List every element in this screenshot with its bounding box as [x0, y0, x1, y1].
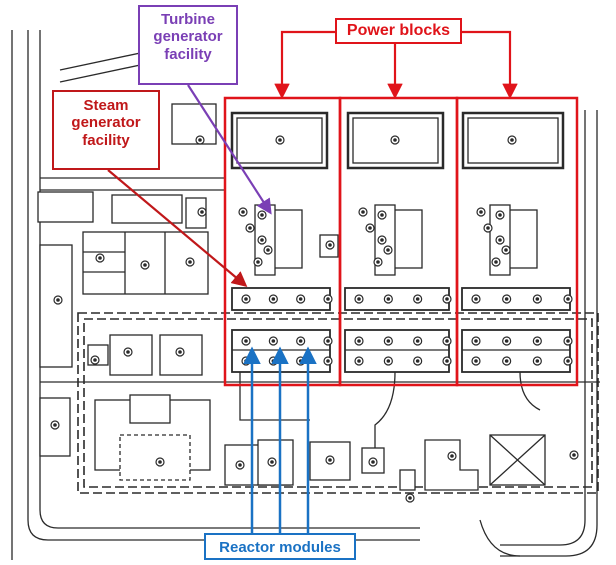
equipment-circle-dot: [386, 297, 391, 301]
equipment-circle-dot: [326, 339, 330, 343]
equipment-circle-dot: [498, 213, 502, 217]
equipment-circle-dot: [494, 260, 498, 264]
equipment-circle-dot: [371, 460, 375, 464]
equipment-circle-dot: [504, 248, 508, 252]
equipment-circle-dot: [486, 226, 490, 230]
equipment-circle-dot: [386, 359, 391, 363]
lower-buildings: [224, 371, 546, 491]
equipment-circle-dot: [298, 297, 303, 301]
reactor-modules-arrows: [243, 346, 317, 533]
equipment-circle-dot: [445, 297, 449, 301]
equipment-circle-dot: [386, 248, 390, 252]
equipment-circle-dot: [386, 339, 391, 343]
equipment-circle-dot: [241, 210, 245, 214]
equipment-circle-dot: [535, 297, 540, 301]
equipment-circle-dot: [53, 423, 57, 427]
equipment-circle-dot: [445, 359, 449, 363]
equipment-circle-dot: [415, 359, 420, 363]
equipment-circle-dot: [415, 339, 420, 343]
turbine-generator-facility-label: Turbine generator facility: [138, 5, 238, 85]
turbine-label-line3: facility: [164, 45, 212, 63]
equipment-circle-dot: [271, 297, 276, 301]
equipment-circle-dot: [93, 358, 97, 362]
equipment-circle-dot: [188, 260, 192, 264]
equipment-circle-dot: [56, 298, 60, 302]
equipment-circle-dot: [244, 297, 248, 301]
power-blocks-label: Power blocks: [335, 18, 462, 44]
equipment-circle-dot: [326, 297, 330, 301]
equipment-circle-dot: [98, 256, 102, 260]
equipment-circle-dot: [200, 210, 204, 214]
equipment-circle-dot: [474, 359, 478, 363]
equipment-circle-dot: [368, 226, 372, 230]
steam-generator-facility-label: Steam generator facility: [52, 90, 160, 170]
equipment-circle-dot: [361, 210, 365, 214]
equipment-circle-dot: [566, 359, 570, 363]
equipment-circle-dot: [198, 138, 202, 142]
equipment-circle-dot: [328, 458, 332, 462]
steam-label-line2: generator: [71, 114, 141, 132]
equipment-circle-dot: [278, 138, 282, 142]
equipment-circle-dot: [504, 339, 509, 343]
equipment-circle-dot: [260, 238, 264, 242]
equipment-circle-dot: [271, 359, 276, 363]
steam-generator-arrow: [107, 169, 248, 287]
equipment-circle-dot: [415, 297, 420, 301]
equipment-circle-dot: [504, 297, 509, 301]
equipment-circle-dot: [450, 454, 454, 458]
power-block-1-drawing: [230, 111, 339, 373]
equipment-circle-dot: [270, 460, 274, 464]
equipment-circle-dot: [535, 359, 540, 363]
equipment-circle-dot: [445, 339, 449, 343]
equipment-circle-dot: [178, 350, 182, 354]
equipment-circle-dot: [504, 359, 509, 363]
equipment-circle-dot: [376, 260, 380, 264]
equipment-circle-dot: [271, 339, 276, 343]
equipment-circle-dot: [572, 453, 576, 457]
equipment-circle-dot: [479, 210, 483, 214]
security-fence: [77, 312, 599, 494]
steam-label-line1: Steam: [83, 97, 129, 114]
turbine-generator-arrow: [187, 84, 272, 215]
equipment-circle-dot: [328, 243, 332, 247]
equipment-circle-dot: [393, 138, 397, 142]
equipment-circle-dot: [566, 297, 570, 301]
turbine-label-line2: generator: [153, 28, 223, 46]
equipment-circle-dot: [256, 260, 260, 264]
equipment-circle-dot: [158, 460, 162, 464]
equipment-circle-dot: [380, 213, 384, 217]
reactor-modules-label: Reactor modules: [204, 533, 356, 560]
equipment-circle-dot: [408, 496, 412, 500]
equipment-circle-dot: [143, 263, 147, 267]
equipment-circle-dot: [244, 359, 248, 363]
turbine-label-line1: Turbine: [161, 11, 215, 28]
equipment-circle-dot: [238, 463, 242, 467]
equipment-circle-dot: [357, 359, 361, 363]
left-buildings: [37, 103, 217, 481]
equipment-circle-dot: [298, 359, 303, 363]
reactor-modules-text: Reactor modules: [219, 539, 341, 556]
equipment-circle-dot: [260, 213, 264, 217]
equipment-circle-dot: [474, 339, 478, 343]
steam-label-line3: facility: [82, 131, 130, 149]
power-blocks-text: Power blocks: [346, 22, 451, 39]
power-blocks-arrows: [274, 30, 518, 100]
equipment-circle-dot: [126, 350, 130, 354]
equipment-circle-dot: [474, 297, 478, 301]
equipment-circle-dot: [298, 339, 303, 343]
power-block-2-drawing: [344, 111, 450, 373]
equipment-circle-dot: [266, 248, 270, 252]
equipment-circle-dot: [248, 226, 252, 230]
equipment-circle-dot: [380, 238, 384, 242]
equipment-circle-dot: [566, 339, 570, 343]
equipment-circle-dot: [510, 138, 514, 142]
equipment-circle-dot: [535, 339, 540, 343]
equipment-circle-dot: [357, 339, 361, 343]
equipment-circle-dot: [244, 339, 248, 343]
power-block-3-drawing: [461, 111, 571, 373]
equipment-circle-dot: [357, 297, 361, 301]
equipment-circle-dot: [326, 359, 330, 363]
equipment-circle-dot: [498, 238, 502, 242]
